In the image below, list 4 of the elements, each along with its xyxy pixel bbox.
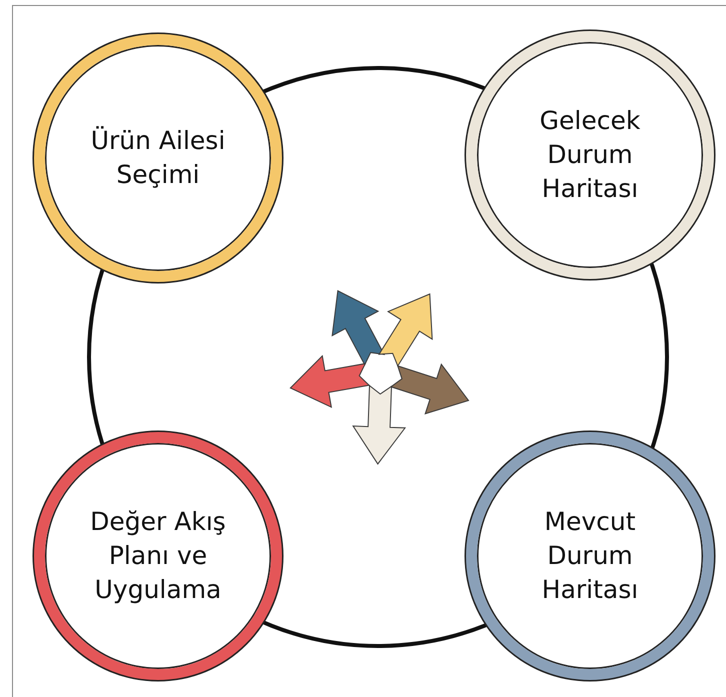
step-label: Ürün Ailesi Seçimi (90, 125, 226, 191)
step-label: Mevcut Durum Haritası (540, 506, 640, 606)
step-label: Gelecek Durum Haritası (538, 105, 642, 205)
step-label: Değer Akış Planı ve Uygulama (89, 506, 227, 606)
